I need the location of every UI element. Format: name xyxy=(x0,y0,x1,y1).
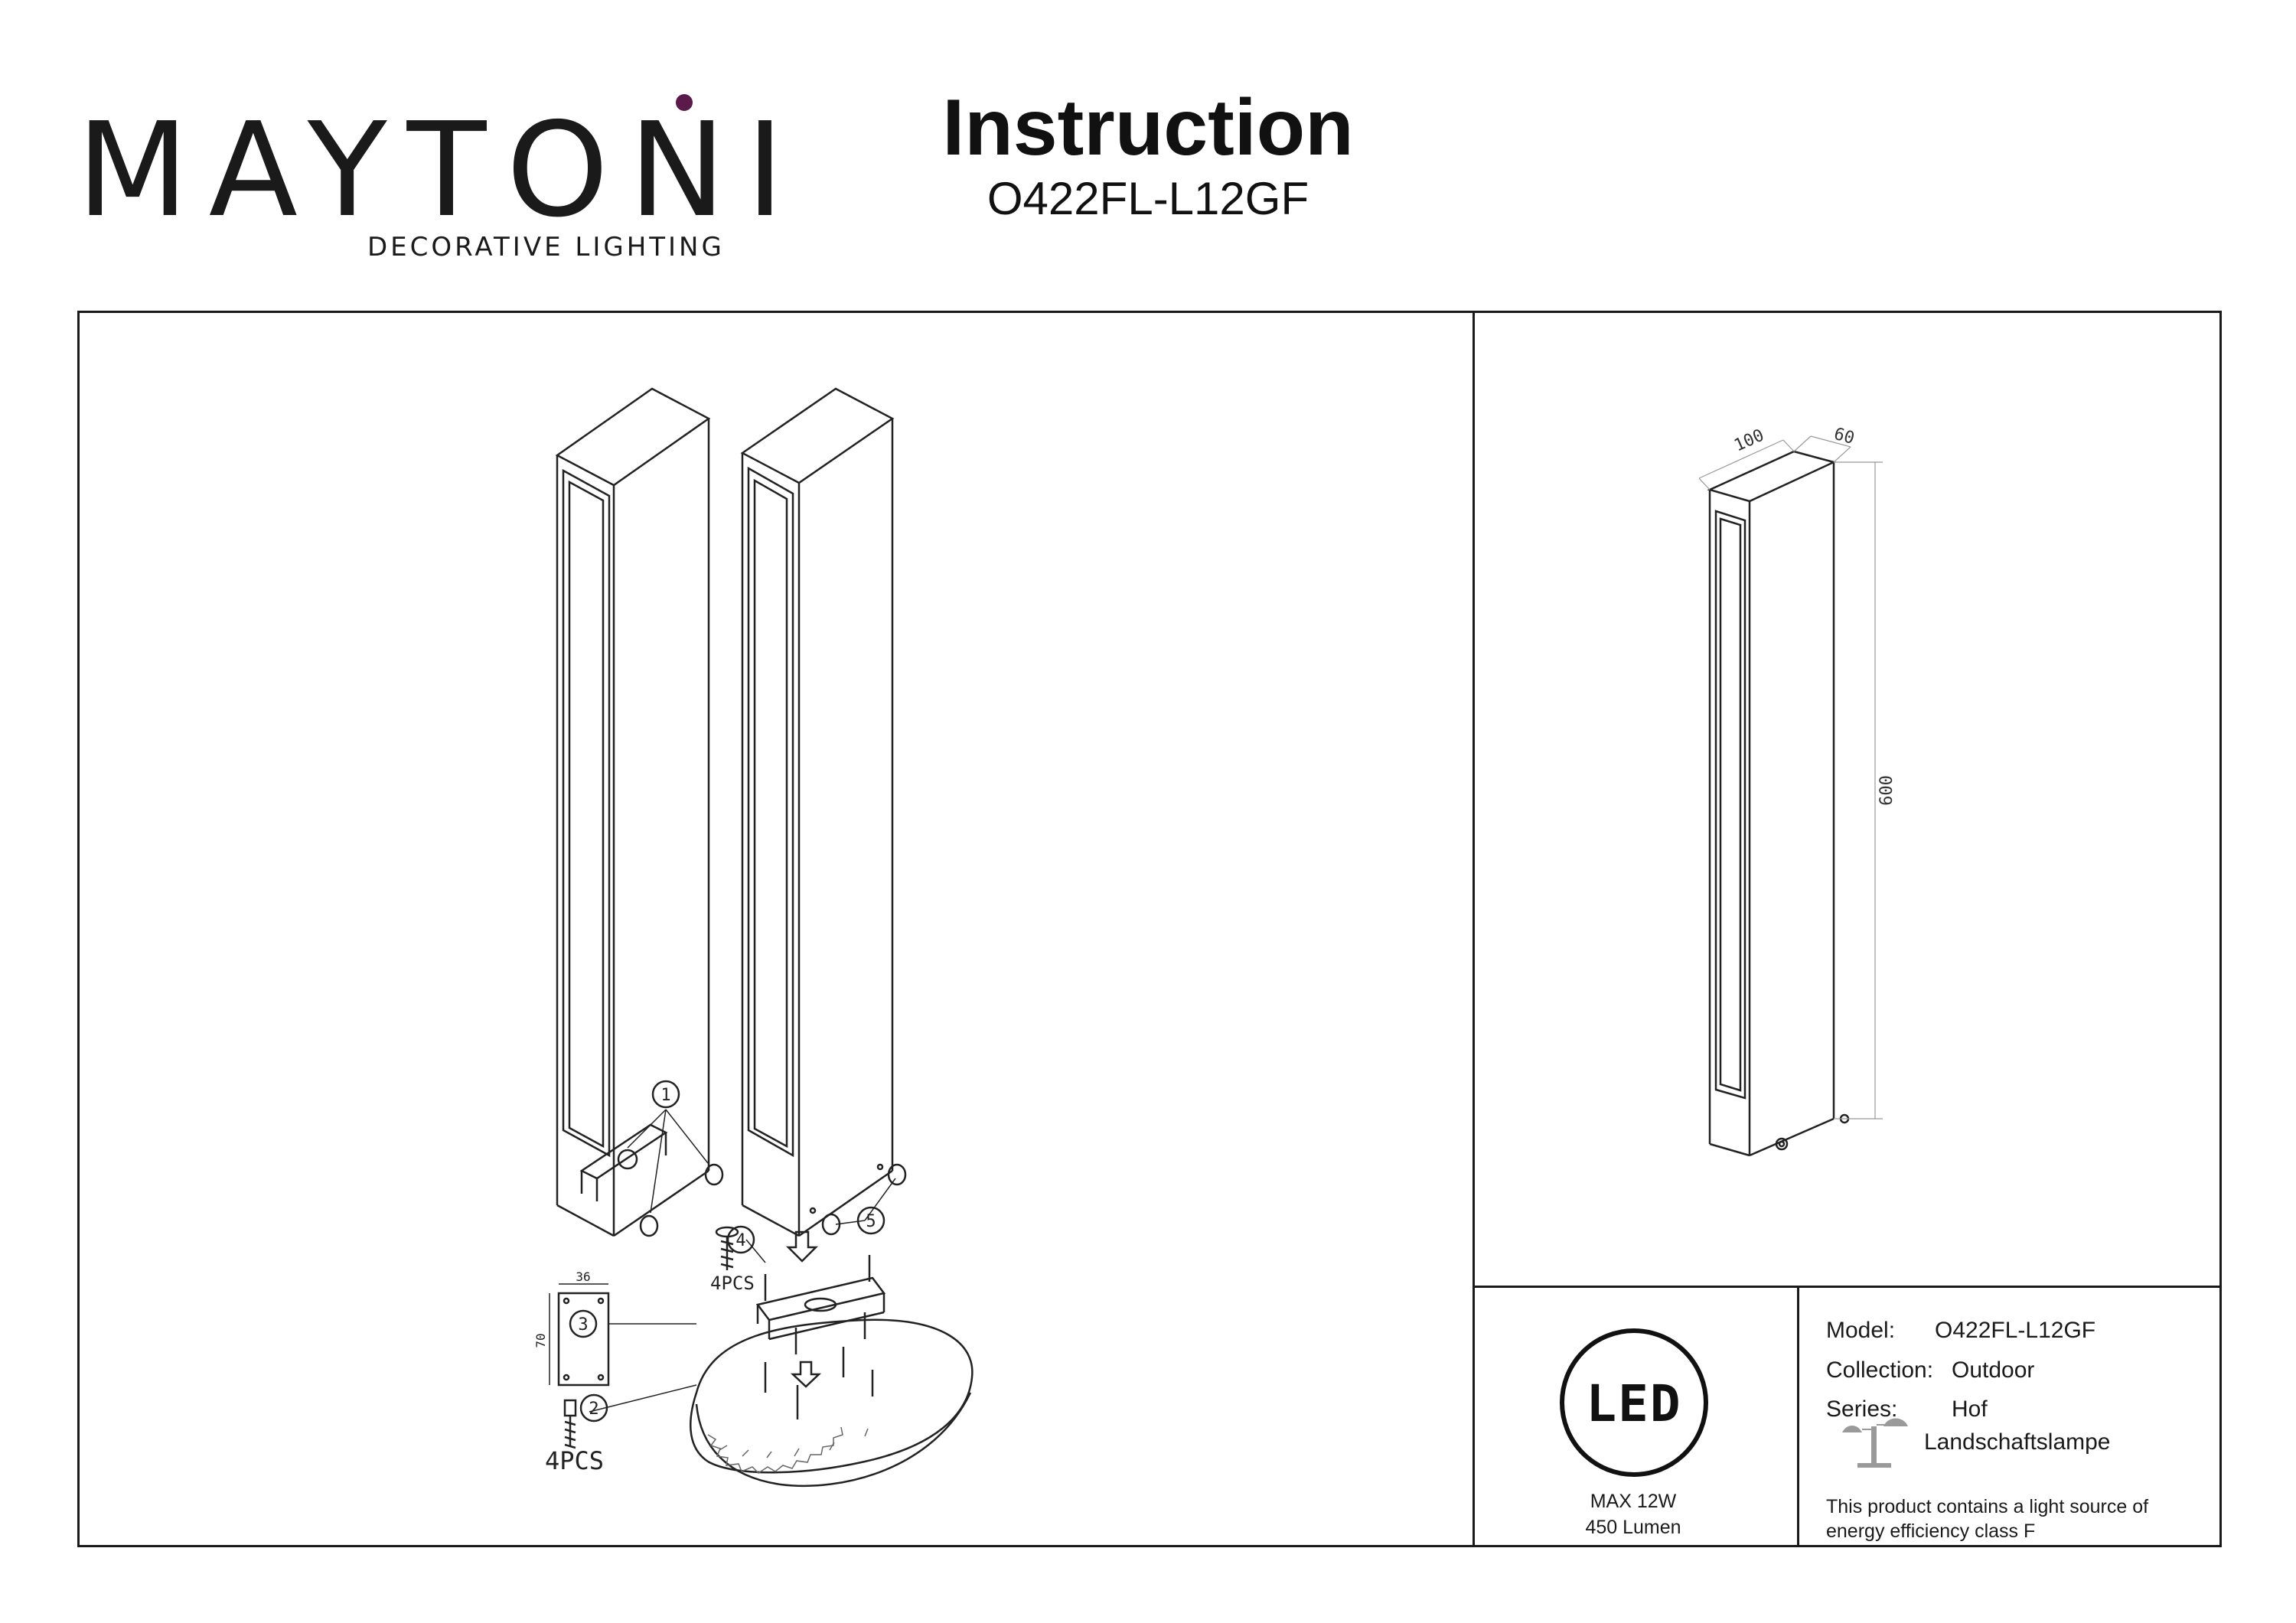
callout-4-circle xyxy=(726,1225,755,1254)
spec-series-label: Series: xyxy=(1826,1396,1898,1422)
callout-3: 3 xyxy=(578,1315,588,1335)
callout-1-circle xyxy=(651,1080,680,1109)
callout-2: 2 xyxy=(589,1400,598,1419)
anchor-qty: 4PCS xyxy=(545,1446,604,1475)
led-power: MAX 12W xyxy=(1590,1491,1677,1512)
callout-5: 5 xyxy=(866,1212,876,1231)
spec-type-value: Landschaftslampe xyxy=(1924,1429,2111,1455)
spec-model-value: O422FL-L12GF xyxy=(1935,1318,2096,1343)
screw-qty: 4PCS xyxy=(710,1273,755,1294)
lamp-body-right xyxy=(740,387,907,1237)
instruction-frame xyxy=(77,311,2222,1547)
dimension-drawing: 100 60 600 xyxy=(1699,425,1896,1157)
brand-logo: MAYTONI DECORATIVE LIGHTING xyxy=(77,90,784,266)
plate-height: 70 xyxy=(536,1333,548,1348)
leader-lines xyxy=(589,1109,896,1413)
callout-3-circle xyxy=(569,1309,598,1338)
callout-2-circle xyxy=(579,1393,608,1423)
page-title: Instruction xyxy=(942,83,1354,172)
spec-model-label: Model: xyxy=(1826,1318,1896,1343)
assembly-drawing: 1 5 4 3 2 4PCS 4PCS 36 70 xyxy=(536,387,974,1488)
landscape-lamp-icon xyxy=(1842,1418,1908,1468)
spec-collection-label: Collection: xyxy=(1826,1357,1934,1383)
led-badge-text: LED xyxy=(1586,1374,1681,1433)
mounting-bracket xyxy=(755,1230,886,1388)
led-badge: LED xyxy=(1560,1328,1708,1477)
frame-divider-horizontal xyxy=(1473,1286,2222,1288)
logo-wordmark: MAYTONI xyxy=(77,95,804,246)
dim-depth: 60 xyxy=(1831,425,1856,448)
frame-divider-vertical xyxy=(1473,311,1475,1547)
plate-width: 36 xyxy=(576,1269,590,1284)
callout-4: 4 xyxy=(735,1231,745,1250)
energy-line-1: This product contains a light source of xyxy=(1826,1496,2149,1517)
anchor-part xyxy=(563,1399,577,1449)
callout-1: 1 xyxy=(660,1086,670,1105)
spec-series-value: Hof xyxy=(1952,1396,1988,1422)
spec-collection-value: Outdoor xyxy=(1952,1357,2035,1383)
logo-dot xyxy=(676,94,693,111)
logo-graphic xyxy=(676,94,693,111)
energy-line-2: energy efficiency class F xyxy=(1826,1520,2036,1542)
screw-part xyxy=(715,1226,739,1270)
info-divider xyxy=(1797,1286,1799,1547)
wall-plate xyxy=(549,1283,610,1387)
callout-5-circle xyxy=(856,1206,885,1235)
dim-width: 100 xyxy=(1731,425,1766,455)
dim-height: 600 xyxy=(1877,775,1896,806)
led-lumen: 450 Lumen xyxy=(1585,1517,1681,1538)
ground-stone xyxy=(690,1318,974,1488)
lamp-body-left xyxy=(555,387,724,1237)
logo-tagline: DECORATIVE LIGHTING xyxy=(367,232,725,262)
model-subtitle: O422FL-L12GF xyxy=(987,173,1309,224)
ground-stone-texture xyxy=(707,1426,869,1474)
